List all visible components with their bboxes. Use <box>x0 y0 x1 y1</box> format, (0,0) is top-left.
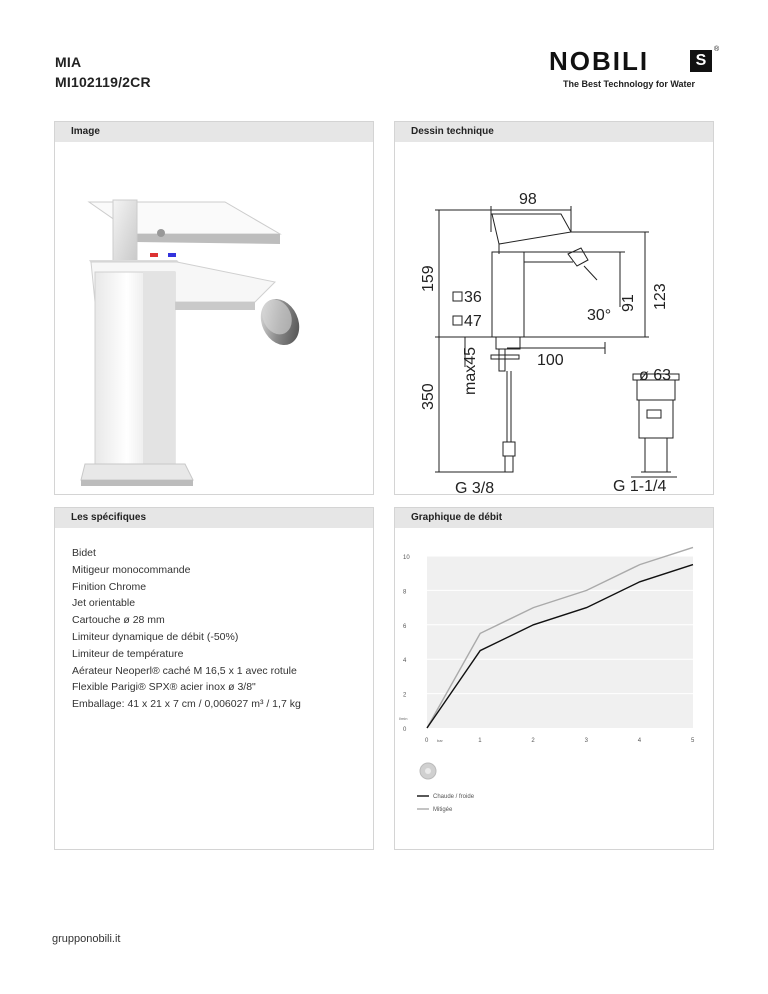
y-tick-label: 8 <box>403 589 407 595</box>
dim-100: 100 <box>537 352 564 369</box>
dim-350: 350 <box>420 383 437 410</box>
registered-mark: ® <box>714 46 720 53</box>
brand-tagline: The Best Technology for Water <box>563 79 696 89</box>
dim-123: 123 <box>652 283 669 310</box>
x-tick-label: 3 <box>585 738 589 744</box>
list-item: Bidet <box>72 547 96 559</box>
dim-47: 47 <box>464 313 482 330</box>
y-tick-label: 10 <box>403 555 410 561</box>
dim-30-deg: 30° <box>587 307 611 324</box>
y-tick-label: 2 <box>403 693 407 699</box>
list-item: Finition Chrome <box>72 580 147 593</box>
dim-g-1-1-4: G 1-1/4 <box>613 478 666 494</box>
dim-dia-63: ø 63 <box>639 367 671 384</box>
dim-91: 91 <box>620 294 637 312</box>
legend-label: Chaude / froide <box>433 794 475 800</box>
dim-98: 98 <box>519 191 537 208</box>
image-panel: Image <box>54 121 374 495</box>
x-tick-label: 4 <box>638 738 642 744</box>
product-name: MIA <box>55 54 82 70</box>
specs-panel: Les spécifiques <box>54 507 374 850</box>
flow-panel: Graphique de débit 0 2 4 6 8 10 0 1 2 3 4 5 l/min bar… <box>394 507 714 850</box>
brand-logo: NOBILI S ® The Best Technology for Water <box>549 46 720 94</box>
list-item: Limiteur de température <box>72 647 184 660</box>
specs-panel-header: Les spécifiques <box>55 508 373 528</box>
list-item: Aérateur Neoperl® caché M 16,5 x 1 avec … <box>72 664 297 677</box>
x-tick-label: 2 <box>531 738 535 744</box>
x-tick-label: 0 <box>425 738 429 744</box>
x-tick-label: 5 <box>691 738 695 744</box>
list-item: Limiteur dynamique de débit (-50%) <box>72 630 239 643</box>
product-title: MIA MI102119/2CR <box>55 52 151 92</box>
drawing-panel: Dessin technique <box>394 121 714 497</box>
x-tick-label: 1 <box>478 738 482 744</box>
dim-max45: max45 <box>462 347 479 395</box>
dim-159: 159 <box>420 265 437 292</box>
list-item: Mitigeur monocommande <box>72 563 191 576</box>
series-line <box>426 546 694 729</box>
image-panel-header: Image <box>55 122 373 142</box>
dim-g-3-8: G 3/8 <box>455 480 494 494</box>
footer-url[interactable]: grupponobili.it <box>52 933 121 945</box>
flow-icon-center <box>425 768 431 774</box>
legend-label: Mitigée <box>433 807 453 813</box>
list-item: Jet orientable <box>72 597 136 610</box>
faucet-photo <box>80 199 300 486</box>
y-tick-label: 0 <box>403 727 407 733</box>
drawing-panel-header: Dessin technique <box>395 122 713 142</box>
x-axis-label: bar <box>437 738 443 743</box>
series-line <box>426 563 694 729</box>
list-item: Cartouche ø 28 mm <box>72 614 165 627</box>
y-axis-label: l/min <box>399 716 407 721</box>
list-item: Flexible Parigi® SPX® acier inox ø 3/8" <box>72 681 256 694</box>
brand-mark-icon: S <box>690 50 712 72</box>
product-code: MI102119/2CR <box>55 74 151 90</box>
brand-name: NOBILI <box>549 46 650 76</box>
list-item: Emballage: 41 x 21 x 7 cm / 0,006027 m³ … <box>72 698 301 711</box>
dim-36: 36 <box>464 289 482 306</box>
plot-area <box>427 556 693 728</box>
spec-list: Bidet Mitigeur monocommande Finition Chr… <box>72 545 301 713</box>
flow-panel-header: Graphique de débit <box>395 508 713 528</box>
technical-drawing: 98 159 36 47 30° 91 123 max45 350 100 ø … <box>420 191 680 497</box>
y-tick-label: 4 <box>403 658 407 664</box>
y-tick-label: 6 <box>403 624 407 630</box>
